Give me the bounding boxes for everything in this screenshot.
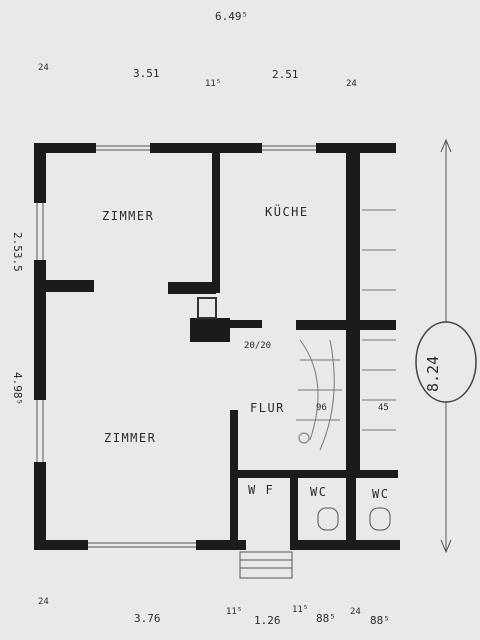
entrance-steps [239, 551, 293, 579]
wall-left-mid [34, 260, 46, 400]
dim-left-upper: 2.53.5 [11, 232, 24, 272]
chimney-block [190, 318, 230, 342]
room-label-kueche: KÜCHE [265, 203, 309, 219]
wall-right-column [346, 143, 360, 473]
dim-top-room-right: 2.51 [272, 68, 299, 81]
wall-bottom-mid [196, 540, 246, 550]
wall-kueche-bottom-left [212, 320, 262, 328]
right-dimension-line [415, 138, 477, 554]
room-label-wc-2: WC [372, 487, 389, 501]
room-label-wc-1: WC [310, 485, 327, 499]
dim-bottom-d: 88⁵ [316, 612, 336, 625]
dim-top-room-left: 3.51 [133, 67, 160, 80]
staircase [296, 209, 396, 451]
room-label-zimmer-upper: ZIMMER [102, 209, 154, 223]
walls [34, 143, 400, 550]
wall-zimmer-partition-right [168, 282, 216, 294]
dim-top-total: 6.49⁵ [215, 10, 248, 23]
wall-top-mid [150, 143, 262, 153]
wall-kueche-bottom [296, 320, 396, 330]
dim-top-mid-wall: 11⁵ [205, 79, 221, 89]
dim-bottom-room: 3.76 [134, 612, 161, 625]
wall-left-lower [34, 462, 46, 550]
dimension-labels: 6.49⁵ 24 3.51 11⁵ 2.51 24 2.53.5 4.98⁵ 8… [11, 10, 442, 627]
wall-bottom-left [34, 540, 88, 550]
dim-top-right-wall: 24 [346, 79, 357, 89]
dim-bottom-e: 24 [350, 607, 361, 617]
room-label-flur: FLUR [250, 401, 285, 415]
wall-wc-divider-2 [346, 470, 354, 550]
dim-bottom-c: 11⁵ [292, 605, 308, 615]
dim-bottom-left-wall: 24 [38, 597, 49, 607]
wall-wc-divider-1 [290, 470, 298, 550]
annotation-stair-b: 45 [378, 403, 389, 413]
room-labels: ZIMMER KÜCHE ZIMMER FLUR W F WC WC [102, 203, 389, 501]
dim-bottom-f: 88⁵ [370, 614, 390, 627]
wall-wc-top [238, 470, 398, 478]
dim-right-total: 8.24 [424, 356, 442, 392]
toilet-fixtures [317, 507, 391, 531]
annotation-door-size: 20/20 [244, 341, 271, 351]
dim-top-left-wall: 24 [38, 63, 49, 73]
wall-flur-right [230, 410, 238, 550]
annotations: 20/20 96 45 [244, 341, 389, 413]
windows [36, 145, 316, 548]
room-label-wf: W F [248, 483, 274, 497]
dim-bottom-a: 11⁵ [226, 607, 242, 617]
dim-bottom-b: 1.26 [254, 614, 281, 627]
wall-top-left [34, 143, 96, 153]
room-label-zimmer-lower: ZIMMER [104, 431, 156, 445]
annotation-stair-a: 96 [316, 403, 327, 413]
wall-kueche-partition [212, 153, 220, 293]
wall-left-upper [34, 143, 46, 203]
wall-zimmer-partition [34, 280, 94, 292]
dim-left-lower: 4.98⁵ [11, 372, 24, 405]
